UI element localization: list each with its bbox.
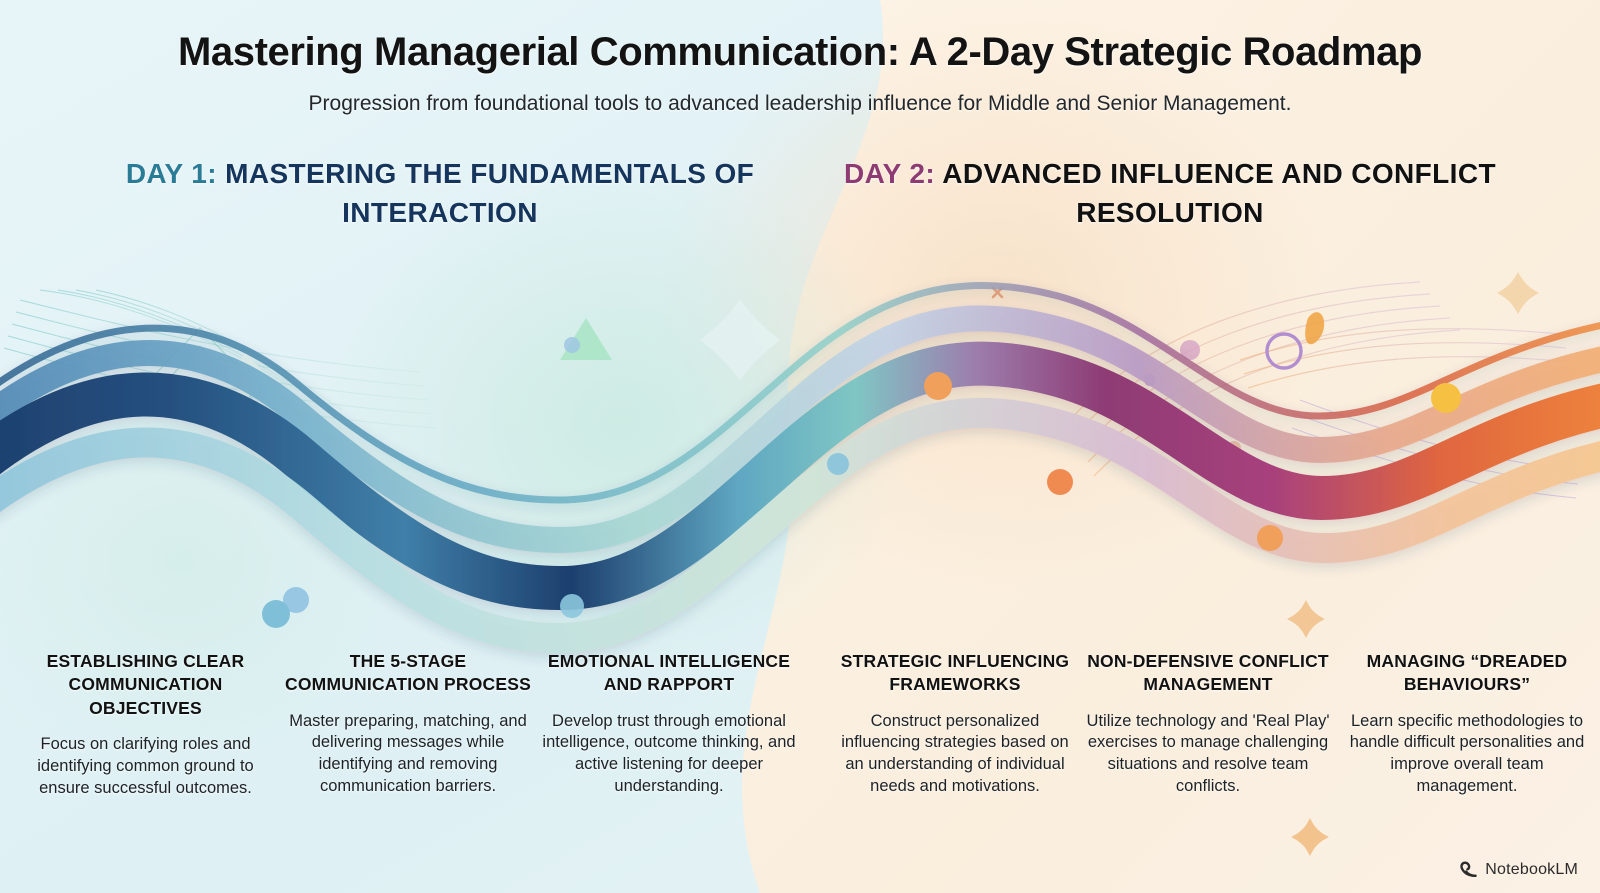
day-2-label: DAY 2:	[844, 158, 936, 189]
step-title: NON-DEFENSIVE CONFLICT MANAGEMENT	[1087, 651, 1329, 695]
notebooklm-spiral-icon	[1460, 861, 1477, 877]
day-1-label: DAY 1:	[125, 158, 217, 189]
step-title: STRATEGIC INFLUENCING FRAMEWORKS	[840, 651, 1070, 695]
step-description: Construct personalized influencing strat…	[841, 711, 1069, 796]
page-title: Mastering Managerial Communication: A 2-…	[178, 30, 1422, 74]
step-card: EMOTIONAL INTELLIGENCE AND RAPPORT Devel…	[540, 650, 798, 798]
path-node-dots	[262, 372, 1461, 628]
step-title: MANAGING “DREADED BEHAVIOURS”	[1366, 651, 1568, 695]
page-subtitle: Progression from foundational tools to a…	[308, 92, 1292, 115]
step-description: Develop trust through emotional intellig…	[542, 711, 796, 796]
day-2-heading: DAY 2: ADVANCED INFLUENCE AND CONFLICT R…	[830, 155, 1510, 232]
day-1-title: MASTERING THE FUNDAMENTALS OF INTERACTIO…	[216, 158, 755, 228]
step-card: THE 5-STAGE COMMUNICATION PROCESS Master…	[283, 650, 533, 798]
notebooklm-watermark: NotebookLM	[1459, 860, 1578, 879]
step-title: ESTABLISHING CLEAR COMMUNICATION OBJECTI…	[46, 651, 245, 718]
step-card: ESTABLISHING CLEAR COMMUNICATION OBJECTI…	[18, 650, 273, 800]
watermark-label: NotebookLM	[1485, 860, 1578, 878]
step-title: THE 5-STAGE COMMUNICATION PROCESS	[285, 651, 531, 695]
day-2-title: ADVANCED INFLUENCE AND CONFLICT RESOLUTI…	[935, 158, 1496, 228]
step-card: STRATEGIC INFLUENCING FRAMEWORKS Constru…	[830, 650, 1080, 798]
step-title: EMOTIONAL INTELLIGENCE AND RAPPORT	[547, 651, 791, 695]
step-description: Master preparing, matching, and deliveri…	[289, 711, 527, 796]
step-description: Utilize technology and 'Real Play' exerc…	[1086, 711, 1330, 796]
step-description: Learn specific methodologies to handle d…	[1349, 711, 1585, 796]
day-1-heading: DAY 1: MASTERING THE FUNDAMENTALS OF INT…	[100, 155, 780, 232]
step-card: NON-DEFENSIVE CONFLICT MANAGEMENT Utiliz…	[1082, 650, 1334, 798]
step-card: MANAGING “DREADED BEHAVIOURS” Learn spec…	[1342, 650, 1592, 798]
step-description: Focus on clarifying roles and identifyin…	[37, 734, 254, 797]
